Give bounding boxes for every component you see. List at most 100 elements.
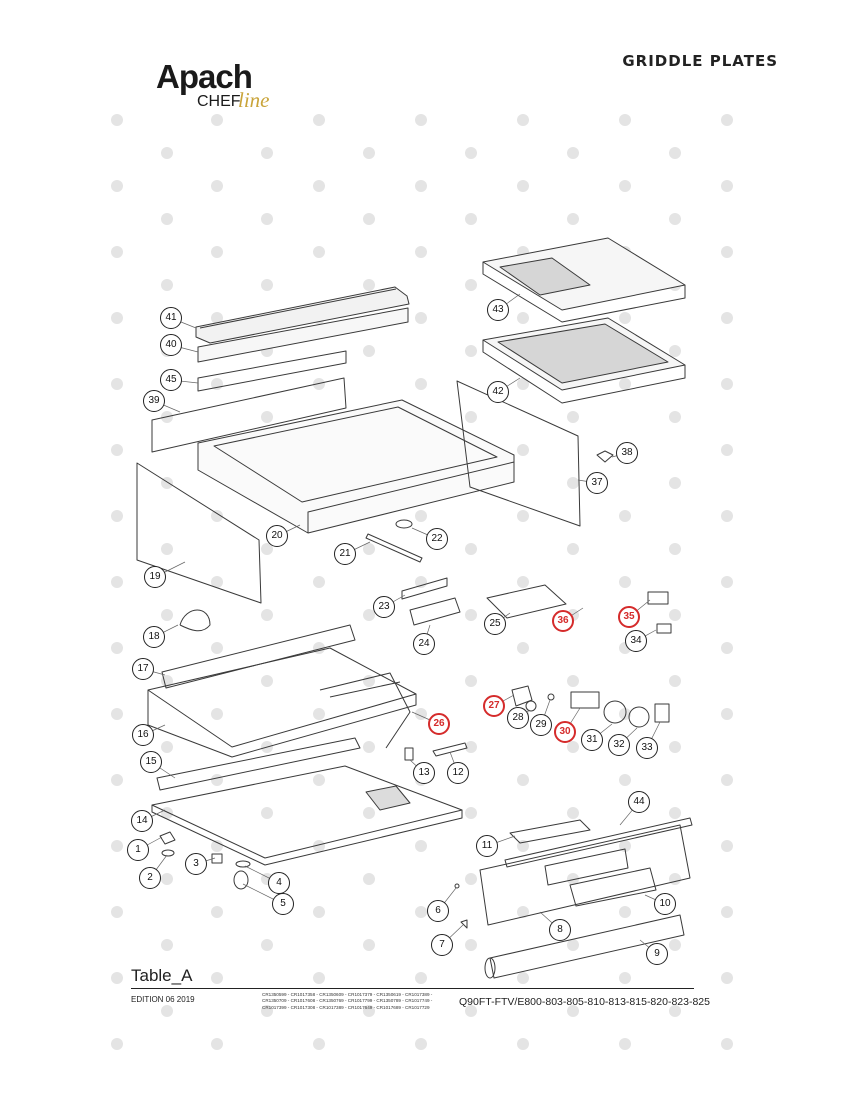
watermark-dot bbox=[517, 180, 529, 192]
watermark-dot bbox=[111, 774, 123, 786]
part-20-griddle-body bbox=[197, 399, 515, 534]
watermark-dot bbox=[111, 246, 123, 258]
watermark-dot bbox=[619, 312, 631, 324]
watermark-dot bbox=[161, 543, 173, 555]
watermark-dot bbox=[161, 279, 173, 291]
part-2-foot bbox=[161, 849, 175, 857]
brand-logo-line: line bbox=[238, 88, 270, 112]
part-4-washer bbox=[235, 860, 251, 868]
callout-20: 20 bbox=[266, 525, 288, 547]
callout-36: 36 bbox=[552, 610, 574, 632]
watermark-dot bbox=[111, 972, 123, 984]
watermark-dot bbox=[465, 279, 477, 291]
watermark-dot bbox=[313, 972, 325, 984]
watermark-dot bbox=[721, 114, 733, 126]
watermark-dot bbox=[669, 345, 681, 357]
callout-3: 3 bbox=[185, 853, 207, 875]
watermark-dot bbox=[261, 213, 273, 225]
watermark-dot bbox=[313, 774, 325, 786]
watermark-dot bbox=[261, 411, 273, 423]
watermark-dot bbox=[161, 213, 173, 225]
callout-40: 40 bbox=[160, 334, 182, 356]
callout-35: 35 bbox=[618, 606, 640, 628]
watermark-dot bbox=[721, 576, 733, 588]
watermark-dot bbox=[721, 972, 733, 984]
watermark-dot bbox=[619, 1038, 631, 1050]
watermark-dot bbox=[567, 543, 579, 555]
watermark-dot bbox=[363, 939, 375, 951]
callout-39: 39 bbox=[143, 390, 165, 412]
watermark-dot bbox=[567, 1005, 579, 1017]
callout-31: 31 bbox=[581, 729, 603, 751]
watermark-dot bbox=[465, 345, 477, 357]
part-31-knob bbox=[603, 700, 627, 724]
part-29-washer bbox=[547, 693, 555, 701]
part-24-bracket bbox=[409, 597, 461, 626]
watermark-dot bbox=[669, 675, 681, 687]
watermark-dot bbox=[465, 939, 477, 951]
watermark-dot bbox=[415, 840, 427, 852]
part-12-bar bbox=[432, 742, 468, 757]
callout-27: 27 bbox=[483, 695, 505, 717]
watermark-dot bbox=[261, 543, 273, 555]
callout-29: 29 bbox=[530, 714, 552, 736]
callout-25: 25 bbox=[484, 613, 506, 635]
watermark-dot bbox=[619, 114, 631, 126]
callout-33: 33 bbox=[636, 737, 658, 759]
callout-44: 44 bbox=[628, 791, 650, 813]
watermark-dot bbox=[363, 1005, 375, 1017]
edition-label: EDITION 06 2019 bbox=[131, 995, 195, 1004]
callout-15: 15 bbox=[140, 751, 162, 773]
page-title: GRIDDLE PLATES bbox=[622, 52, 778, 70]
callout-17: 17 bbox=[132, 658, 154, 680]
part-13-clip bbox=[404, 747, 414, 761]
watermark-dot bbox=[211, 510, 223, 522]
watermark-dot bbox=[669, 609, 681, 621]
watermark-dot bbox=[465, 741, 477, 753]
watermark-dot bbox=[415, 510, 427, 522]
watermark-dot bbox=[619, 840, 631, 852]
callout-2: 2 bbox=[139, 867, 161, 889]
watermark-dot bbox=[261, 147, 273, 159]
callout-1: 1 bbox=[127, 839, 149, 861]
watermark-dot bbox=[669, 873, 681, 885]
callout-14: 14 bbox=[131, 810, 153, 832]
watermark-dot bbox=[721, 312, 733, 324]
watermark-dot bbox=[313, 180, 325, 192]
watermark-dot bbox=[465, 213, 477, 225]
callout-32: 32 bbox=[608, 734, 630, 756]
callout-42: 42 bbox=[487, 381, 509, 403]
watermark-dot bbox=[211, 1038, 223, 1050]
watermark-dot bbox=[313, 114, 325, 126]
watermark-dot bbox=[415, 246, 427, 258]
callout-5: 5 bbox=[272, 893, 294, 915]
part-26-heating-element bbox=[319, 672, 411, 749]
watermark-dot bbox=[721, 708, 733, 720]
watermark-dot bbox=[363, 147, 375, 159]
watermark-dot bbox=[313, 1038, 325, 1050]
callout-24: 24 bbox=[413, 633, 435, 655]
watermark-dot bbox=[517, 312, 529, 324]
part-17-top-rail bbox=[161, 624, 356, 689]
watermark-dot bbox=[111, 510, 123, 522]
part-32-ring bbox=[628, 706, 650, 728]
watermark-dot bbox=[465, 807, 477, 819]
watermark-dot bbox=[111, 906, 123, 918]
watermark-dot bbox=[211, 642, 223, 654]
part-19-side-panel bbox=[136, 462, 262, 604]
watermark-dot bbox=[363, 279, 375, 291]
watermark-dot bbox=[669, 807, 681, 819]
part-15-front-rail bbox=[156, 737, 361, 791]
watermark-dot bbox=[567, 939, 579, 951]
part-28-bush bbox=[525, 700, 537, 712]
part-38-bracket bbox=[596, 450, 614, 463]
watermark-dot bbox=[363, 213, 375, 225]
callout-21: 21 bbox=[334, 543, 356, 565]
watermark-dot bbox=[211, 906, 223, 918]
watermark-dot bbox=[313, 378, 325, 390]
watermark-dot bbox=[313, 246, 325, 258]
watermark-dot bbox=[111, 378, 123, 390]
watermark-dot bbox=[415, 972, 427, 984]
callout-45: 45 bbox=[160, 369, 182, 391]
